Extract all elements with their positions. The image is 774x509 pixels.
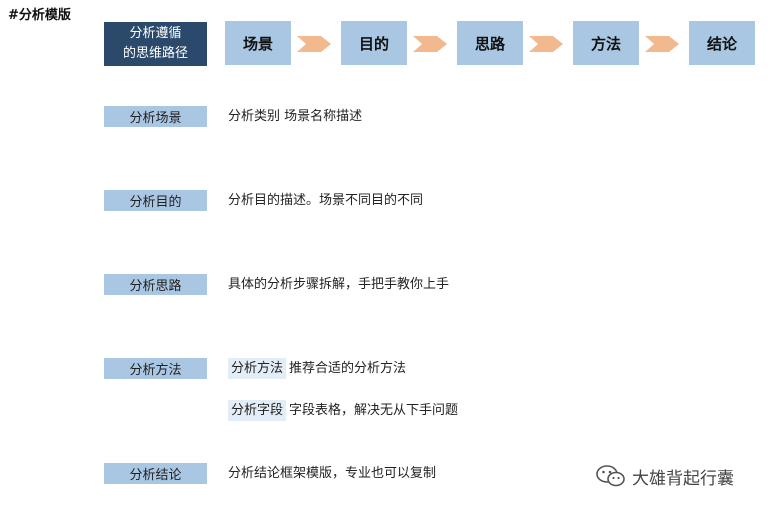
flow-arrow-icon — [413, 36, 447, 52]
page-tag: #分析模版 — [8, 8, 71, 23]
label-analysis-purpose: 分析目的 — [104, 190, 207, 211]
label-analysis-method: 分析方法 — [104, 358, 207, 379]
header-line-1: 分析遵循 — [129, 26, 182, 41]
flow-step-purpose: 目的 — [341, 21, 407, 65]
wechat-icon — [596, 465, 625, 487]
flow-step-method: 方法 — [573, 21, 639, 65]
flow-step-idea: 思路 — [457, 21, 523, 65]
watermark-text: 大雄背起行囊 — [632, 468, 734, 489]
desc-analysis-scene: 分析类别 场景名称描述 — [228, 109, 363, 124]
label-analysis-scene: 分析场景 — [104, 106, 207, 127]
desc-analysis-conclusion: 分析结论框架模版，专业也可以复制 — [228, 466, 437, 481]
watermark: 大雄背起行囊 — [596, 462, 734, 490]
desc-analysis-purpose: 分析目的描述。场景不同目的不同 — [228, 193, 424, 208]
label-analysis-idea: 分析思路 — [104, 274, 207, 295]
desc-analysis-idea: 具体的分析步骤拆解，手把手教你上手 — [228, 277, 450, 292]
method-chip: 分析方法 — [228, 358, 287, 379]
field-chip: 分析字段 — [228, 400, 287, 421]
field-text: 字段表格，解决无从下手问题 — [289, 403, 459, 418]
flow-arrow-icon — [297, 36, 331, 52]
header-line-2: 的思维路径 — [122, 46, 188, 61]
method-item: 分析方法推荐合适的分析方法 — [228, 358, 406, 379]
label-analysis-conclusion: 分析结论 — [104, 463, 207, 484]
flow-step-conclusion: 结论 — [689, 21, 755, 65]
flow-arrow-icon — [645, 36, 679, 52]
field-item: 分析字段字段表格，解决无从下手问题 — [228, 400, 458, 421]
flow-arrow-icon — [529, 36, 563, 52]
flow-step-scene: 场景 — [225, 21, 291, 65]
method-text: 推荐合适的分析方法 — [289, 361, 407, 376]
thinking-path-header: 分析遵循 的思维路径 — [104, 22, 207, 66]
